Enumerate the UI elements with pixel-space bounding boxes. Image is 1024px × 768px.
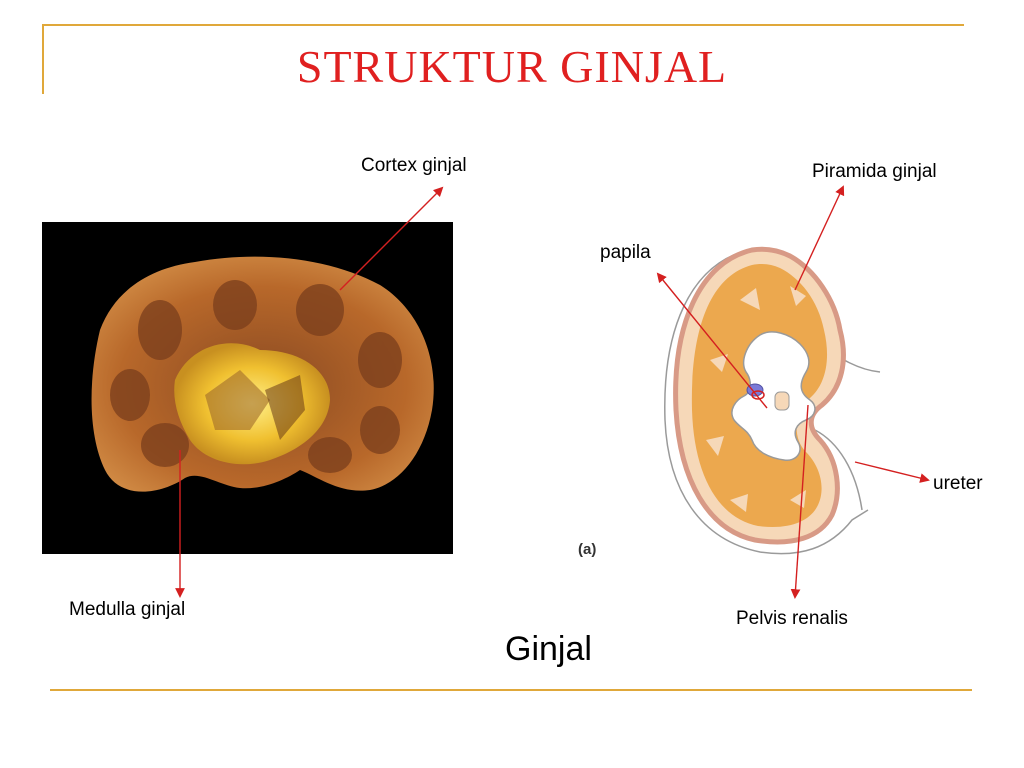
figure-tag: (a): [578, 541, 597, 558]
kidney-photo: [42, 222, 453, 554]
label-cortex: Cortex ginjal: [361, 155, 467, 176]
kidney-diagram: [664, 246, 881, 555]
label-pelvis: Pelvis renalis: [736, 608, 848, 629]
label-medulla: Medulla ginjal: [69, 599, 186, 620]
caption: Ginjal: [505, 630, 592, 668]
bottom-rule: [50, 689, 972, 691]
pointer-lines: [175, 185, 930, 599]
top-rule: [42, 24, 964, 26]
label-papila: papila: [600, 242, 651, 263]
left-rule: [42, 24, 44, 94]
label-ureter: ureter: [933, 473, 983, 494]
label-piramida: Piramida ginjal: [812, 161, 937, 182]
slide-title: STRUKTUR GINJAL: [296, 41, 728, 92]
